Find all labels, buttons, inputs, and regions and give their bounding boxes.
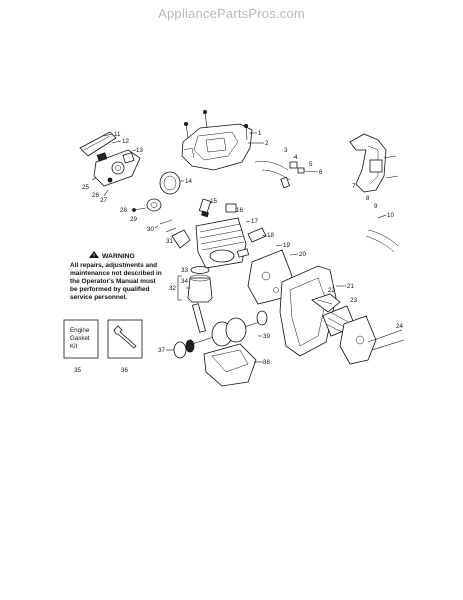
callout-32: 32 — [169, 285, 176, 292]
ignition-module[interactable] — [349, 133, 387, 193]
callout-35: 35 — [74, 367, 81, 374]
crank-bearing[interactable] — [173, 339, 195, 359]
callout-38: 38 — [263, 359, 270, 366]
callout-31: 31 — [166, 238, 173, 245]
callout-4: 4 — [294, 154, 298, 161]
crankshaft[interactable] — [185, 303, 261, 347]
callout-3: 3 — [284, 147, 288, 154]
callout-23: 23 — [350, 297, 357, 304]
callout-30: 30 — [147, 226, 154, 233]
warning-line-3: the Operator's Manual must — [70, 278, 157, 285]
spark-plug[interactable] — [198, 198, 212, 218]
engine-gasket-kit-box[interactable]: Engine Gasket Kit — [63, 319, 99, 359]
muffler-body[interactable] — [279, 265, 337, 357]
callout-39: 39 — [263, 333, 270, 340]
gasket-box-line-1: Engine — [70, 327, 90, 334]
callout-29: 29 — [130, 216, 137, 223]
callout-9: 9 — [374, 203, 378, 210]
cylinder-cover[interactable] — [181, 123, 253, 171]
warning-line-1: All repairs, adjustments and — [70, 262, 157, 269]
muffler-bolt[interactable] — [367, 329, 405, 351]
callout-34: 34 — [181, 278, 188, 285]
warning-block: ! WARNING All repairs, adjustments and m… — [70, 251, 162, 301]
ground-wire[interactable] — [365, 229, 399, 253]
callout-33: 33 — [181, 267, 188, 274]
callout-8: 8 — [366, 195, 370, 202]
tool-box[interactable] — [107, 319, 143, 359]
callout-11: 11 — [114, 131, 121, 138]
warning-triangle-icon — [89, 251, 99, 258]
muffler-cover[interactable] — [171, 229, 191, 249]
callout-2: 2 — [265, 140, 269, 147]
callout-14: 14 — [185, 178, 192, 185]
screw[interactable] — [383, 155, 399, 179]
callout-7: 7 — [352, 183, 356, 190]
callout-21: 21 — [347, 283, 354, 290]
callout-1: 1 — [258, 130, 262, 137]
callout-25: 25 — [82, 184, 89, 191]
carburetor[interactable] — [93, 149, 141, 187]
gasket-box-line-2: Gasket — [70, 335, 90, 342]
piston[interactable] — [187, 274, 213, 303]
warning-title: WARNING — [102, 253, 135, 260]
mount-bolt[interactable] — [132, 207, 147, 212]
spark-plug-boot[interactable] — [280, 176, 291, 189]
muffler-gasket[interactable] — [236, 248, 250, 258]
callout-19: 19 — [283, 242, 290, 249]
spark-arrestor[interactable] — [311, 293, 341, 313]
piston-ring[interactable] — [190, 266, 210, 274]
wrench-icon — [113, 325, 137, 349]
callout-10: 10 — [387, 212, 394, 219]
callout-37: 37 — [158, 347, 165, 354]
cylinder[interactable] — [195, 217, 247, 269]
switch-part[interactable] — [289, 161, 305, 174]
callout-5: 5 — [309, 161, 313, 168]
callout-18: 18 — [267, 232, 274, 239]
decompression-valve[interactable] — [225, 203, 237, 213]
callout-26: 26 — [92, 192, 99, 199]
callout-27: 27 — [100, 197, 107, 204]
intake-boot[interactable] — [146, 198, 162, 212]
fuel-tank-cover[interactable] — [79, 131, 117, 157]
screw[interactable] — [159, 219, 177, 233]
intake-ring[interactable] — [159, 171, 181, 195]
callout-6: 6 — [319, 169, 323, 176]
callout-17: 17 — [251, 218, 258, 225]
callout-22: 22 — [328, 287, 335, 294]
callout-13: 13 — [136, 147, 143, 154]
callout-12: 12 — [122, 138, 129, 145]
gasket-box-line-3: Kit — [70, 343, 78, 350]
crank-seal[interactable] — [256, 310, 268, 326]
callout-15: 15 — [210, 198, 217, 205]
screw[interactable] — [183, 122, 189, 139]
callout-28: 28 — [120, 207, 127, 214]
muffler-cap[interactable] — [339, 315, 377, 365]
warning-line-4: be performed by qualified — [70, 286, 149, 293]
crankcase[interactable] — [203, 343, 257, 387]
screw[interactable] — [202, 110, 208, 129]
screw[interactable] — [243, 124, 248, 141]
callout-24: 24 — [396, 323, 403, 330]
warning-line-2: maintenance not described in — [70, 270, 162, 277]
callout-16: 16 — [236, 207, 243, 214]
svg-text:!: ! — [93, 254, 95, 260]
watermark: AppliancePartsPros.com — [158, 6, 305, 21]
base-gasket[interactable] — [247, 227, 267, 243]
callout-20: 20 — [299, 251, 306, 258]
warning-line-5: service personnel. — [70, 294, 127, 301]
callout-36: 36 — [121, 367, 128, 374]
ignition-wire[interactable] — [254, 161, 291, 181]
